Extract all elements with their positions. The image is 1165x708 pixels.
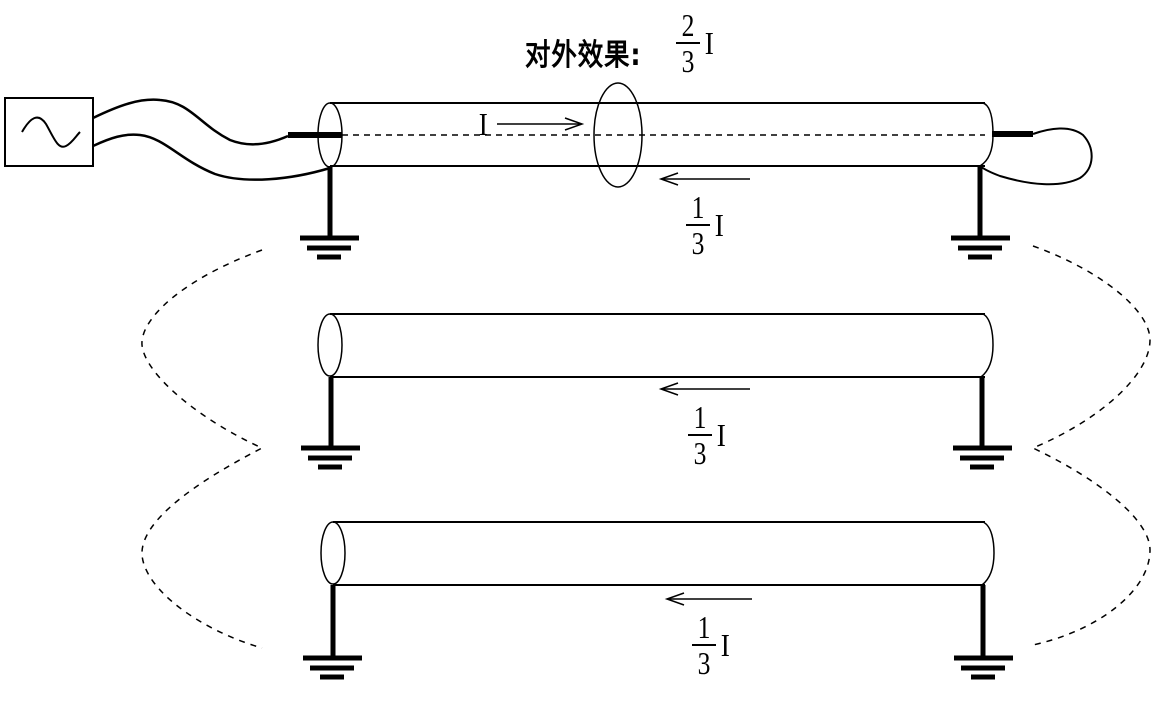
- fraction-bar: [688, 434, 712, 436]
- core-current-label: I: [478, 106, 488, 142]
- arrowhead-left-icon: [664, 592, 685, 606]
- driven-cable: [288, 82, 1093, 260]
- current-symbol: I: [716, 416, 726, 453]
- ac-source-box: [4, 97, 94, 167]
- fraction-denominator: 3: [697, 645, 711, 681]
- cable-left-end: [317, 313, 343, 377]
- shield-current-label: 1 3 I: [692, 609, 731, 681]
- neighbor-cable-1: [301, 313, 1012, 470]
- source-wire-core: [92, 98, 289, 146]
- cable-right-end: [980, 313, 994, 378]
- ground-icon: [951, 235, 1010, 260]
- shield-current-label: 1 3 I: [686, 189, 725, 261]
- ground-icon: [300, 235, 359, 260]
- neighbor-cable-2: [303, 521, 1013, 680]
- earth-return-path-left: [141, 249, 264, 649]
- external-effect-fraction: 2 3 I: [676, 7, 715, 79]
- earth-return-path-right: [1031, 245, 1151, 646]
- fraction-bar: [692, 644, 716, 646]
- ground-icon: [301, 445, 360, 470]
- source-wire-shield: [92, 133, 331, 181]
- shield-current-label: 1 3 I: [688, 399, 727, 471]
- ground-icon: [954, 655, 1013, 680]
- fraction-numerator: 1: [693, 399, 707, 435]
- fraction-numerator: 2: [681, 7, 695, 43]
- cable-right-end: [981, 521, 995, 586]
- return-loop-wire: [979, 127, 1093, 186]
- fraction-bar: [686, 224, 710, 226]
- fraction-numerator: 1: [697, 609, 711, 645]
- ground-icon: [303, 655, 362, 680]
- arrowhead-left-icon: [658, 382, 679, 396]
- fraction-denominator: 3: [691, 225, 705, 261]
- ac-source: [4, 97, 94, 167]
- fraction-bar: [676, 42, 700, 44]
- current-symbol: I: [720, 626, 730, 663]
- current-probe-loop: [593, 82, 643, 188]
- current-symbol: I: [704, 24, 714, 61]
- ground-icon: [953, 445, 1012, 470]
- fraction-denominator: 3: [681, 43, 695, 79]
- arrowhead-left-icon: [658, 172, 679, 186]
- current-symbol: I: [714, 206, 724, 243]
- fraction-denominator: 3: [693, 435, 707, 471]
- cable-left-end: [320, 521, 346, 585]
- arrowhead-right-icon: [564, 117, 585, 131]
- ac-source-icon: [21, 116, 81, 148]
- fraction-numerator: 1: [691, 189, 705, 225]
- external-effect-label: 对外效果:: [525, 38, 642, 73]
